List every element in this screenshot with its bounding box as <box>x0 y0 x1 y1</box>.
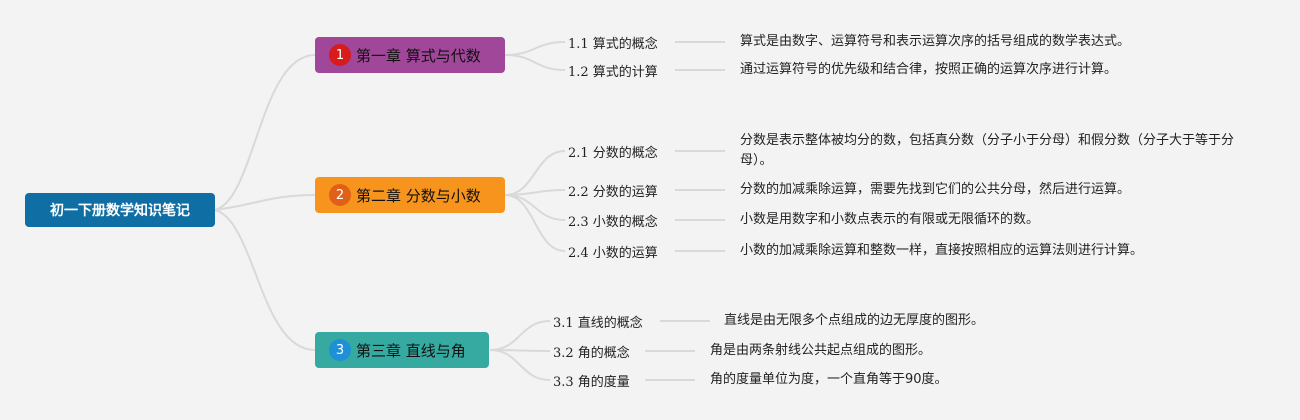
section-3-2-desc: 角是由两条射线公共起点组成的图形。 <box>710 343 932 358</box>
root-node[interactable]: 初一下册数学知识笔记 <box>25 193 215 227</box>
section-3-1-title[interactable]: 3.1 直线的概念 <box>553 316 643 331</box>
section-2-2-title[interactable]: 2.2 分数的运算 <box>568 185 658 200</box>
section-1-2-desc: 通过运算符号的优先级和结合律，按照正确的运算次序进行计算。 <box>740 62 1118 77</box>
section-2-1-desc: 分数是表示整体被均分的数，包括真分数（分子小于分母）和假分数（分子大于等于分母）… <box>740 133 1235 168</box>
section-3-1-desc: 直线是由无限多个点组成的边无厚度的图形。 <box>724 313 985 328</box>
section-1-1-desc: 算式是由数字、运算符号和表示运算次序的括号组成的数学表达式。 <box>740 34 1131 49</box>
section-1-2-title[interactable]: 1.2 算式的计算 <box>568 65 658 80</box>
section-2-1-title[interactable]: 2.1 分数的概念 <box>568 146 658 161</box>
section-1-1-title[interactable]: 1.1 算式的概念 <box>568 37 658 52</box>
section-2-3-desc: 小数是用数字和小数点表示的有限或无限循环的数。 <box>740 212 1040 227</box>
chapter-2-number-icon: 2 <box>329 184 351 206</box>
chapter-1-title: 第一章 算式与代数 <box>356 46 481 65</box>
chapter-2-title: 第二章 分数与小数 <box>356 186 481 205</box>
section-2-3-title[interactable]: 2.3 小数的概念 <box>568 215 658 230</box>
root-label: 初一下册数学知识笔记 <box>50 203 190 219</box>
section-2-4-desc: 小数的加减乘除运算和整数一样，直接按照相应的运算法则进行计算。 <box>740 243 1144 258</box>
section-3-3-desc: 角的度量单位为度，一个直角等于90度。 <box>710 372 948 387</box>
section-3-2-title[interactable]: 3.2 角的概念 <box>553 346 630 361</box>
chapter-1-number-icon: 1 <box>329 44 351 66</box>
section-2-2-desc: 分数的加减乘除运算，需要先找到它们的公共分母，然后进行运算。 <box>740 182 1131 197</box>
chapter-2-node[interactable]: 2 第二章 分数与小数 <box>315 177 505 213</box>
chapter-3-number-icon: 3 <box>329 339 351 361</box>
chapter-3-title: 第三章 直线与角 <box>356 341 466 360</box>
section-2-4-title[interactable]: 2.4 小数的运算 <box>568 246 658 261</box>
chapter-1-node[interactable]: 1 第一章 算式与代数 <box>315 37 505 73</box>
section-3-3-title[interactable]: 3.3 角的度量 <box>553 375 630 390</box>
chapter-3-node[interactable]: 3 第三章 直线与角 <box>315 332 489 368</box>
